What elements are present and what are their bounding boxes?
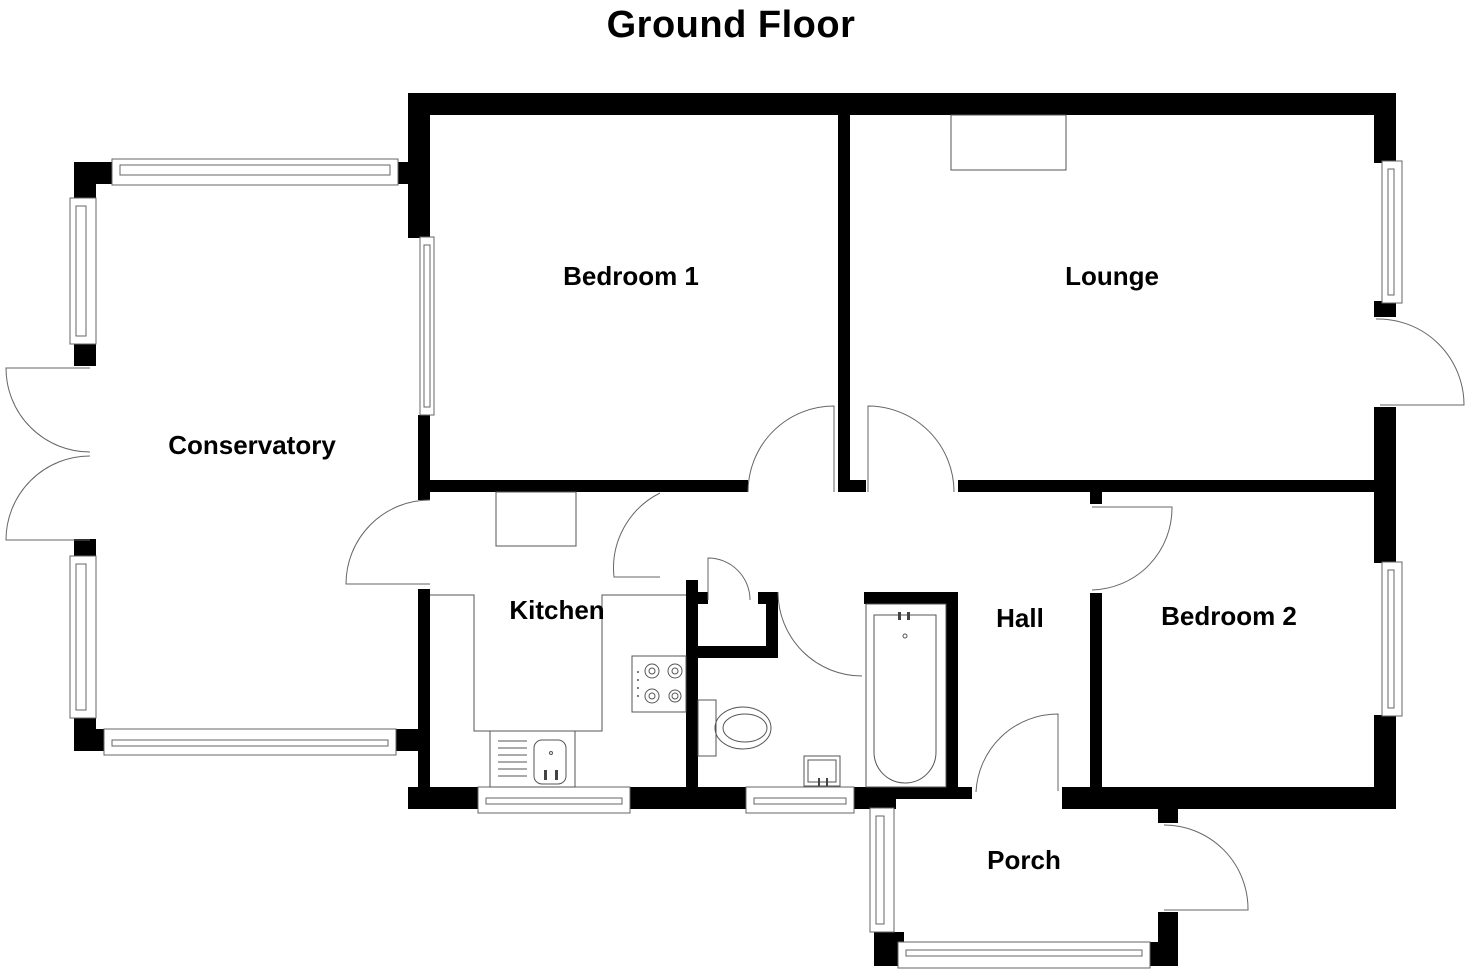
outer-walls xyxy=(408,93,1396,809)
porch-walls xyxy=(874,787,1178,966)
wall-bottom-mid xyxy=(628,787,746,809)
sink-tap-icon xyxy=(544,770,547,780)
wall-lounge-bottom xyxy=(958,480,1396,492)
window-lounge-right xyxy=(1381,160,1403,304)
window-conservatory-left-lower xyxy=(69,555,97,719)
wall-bed1-lounge xyxy=(838,93,850,491)
room-label-hall: Hall xyxy=(996,603,1044,633)
cons-pier-left-top xyxy=(74,343,96,366)
wall-right-bottom xyxy=(1374,715,1396,809)
fireplace-lounge xyxy=(950,114,1067,171)
doors xyxy=(5,318,1465,911)
wall-right-lounge-lower xyxy=(1374,301,1396,317)
kitchen-cooker xyxy=(631,655,687,713)
wall-bath-top xyxy=(864,592,958,604)
window-conservatory-top xyxy=(111,158,399,186)
room-label-bedroom-2: Bedroom 2 xyxy=(1161,601,1297,631)
window-porch-bottom xyxy=(897,941,1151,969)
toilet-icon xyxy=(714,706,772,750)
wall-porch-top-left xyxy=(946,787,972,799)
wall-bottom-right xyxy=(1062,787,1396,809)
cons-pier-left-bottom xyxy=(74,539,96,557)
cons-corner-tl-v xyxy=(74,162,96,200)
hob-rings-icon xyxy=(637,663,683,704)
door-bathroom xyxy=(777,591,863,677)
room-label-conservatory: Conservatory xyxy=(168,430,336,460)
room-label-lounge: Lounge xyxy=(1065,261,1159,291)
wall-hall-stub xyxy=(838,480,866,492)
floor-plan-title: Ground Floor xyxy=(606,4,856,46)
door-kitchen-hall xyxy=(613,492,661,578)
window-kitchen-bottom xyxy=(477,786,631,814)
room-label-kitchen: Kitchen xyxy=(509,595,604,625)
porch-stub-top xyxy=(1158,787,1178,823)
door-bedroom2 xyxy=(1091,506,1173,591)
wall-right-top xyxy=(1374,93,1396,163)
fixtures xyxy=(430,114,1067,788)
wall-cupboard-bottom xyxy=(686,646,778,658)
wall-bottom-kitchen-left xyxy=(408,787,480,809)
internal-walls xyxy=(418,93,1396,799)
window-porch-left xyxy=(869,807,895,933)
kitchen-sink-bowl xyxy=(533,739,567,785)
door-porch-hall xyxy=(975,713,1059,793)
drainer-icon xyxy=(498,740,527,777)
door-conservatory-french xyxy=(5,367,91,541)
cons-corner-bl-h xyxy=(74,729,104,751)
wall-bed2-stub xyxy=(1090,480,1102,504)
wall-bath-right xyxy=(946,592,958,792)
toilet-cistern xyxy=(697,699,717,757)
window-bathroom-bottom xyxy=(745,786,855,814)
window-bedroom2-right xyxy=(1381,561,1403,717)
wall-bed2-left xyxy=(1090,593,1102,787)
wall-cupboard-right xyxy=(766,592,778,658)
door-porch-front xyxy=(1163,824,1249,911)
room-label-porch: Porch xyxy=(987,845,1061,875)
room-label-bedroom-1: Bedroom 1 xyxy=(563,261,699,291)
door-cupboard xyxy=(707,557,751,601)
bath-tub-icon xyxy=(873,614,937,784)
door-bedroom1 xyxy=(747,405,835,493)
bathroom-basin xyxy=(803,755,841,787)
door-lounge-external xyxy=(1375,318,1465,406)
wall-top xyxy=(408,93,1396,115)
door-kitchen-conservatory xyxy=(345,499,431,585)
wall-cupboard-top xyxy=(686,592,708,604)
window-bedroom1-left xyxy=(419,236,435,416)
windows xyxy=(69,158,1403,969)
cons-corner-br xyxy=(394,729,430,751)
kitchen-sink-unit xyxy=(489,730,576,788)
cons-corner-tr xyxy=(398,162,418,184)
room-labels: Conservatory Bedroom 1 Lounge Kitchen Ha… xyxy=(168,261,1297,875)
kitchen-extractor xyxy=(495,491,577,547)
door-lounge xyxy=(867,405,955,493)
wall-left-top xyxy=(408,93,430,238)
wall-kitchen-right xyxy=(686,580,698,792)
conservatory-walls xyxy=(74,162,430,751)
wall-left-kitchen xyxy=(418,589,430,809)
wall-bed1-bottom xyxy=(418,480,748,492)
wall-left-mid xyxy=(418,415,430,500)
wall-bath-corner xyxy=(854,787,896,809)
window-conservatory-bottom xyxy=(103,728,397,756)
window-conservatory-left-upper xyxy=(69,197,97,345)
bath-outline xyxy=(865,603,947,788)
porch-corner-br xyxy=(1148,942,1178,966)
